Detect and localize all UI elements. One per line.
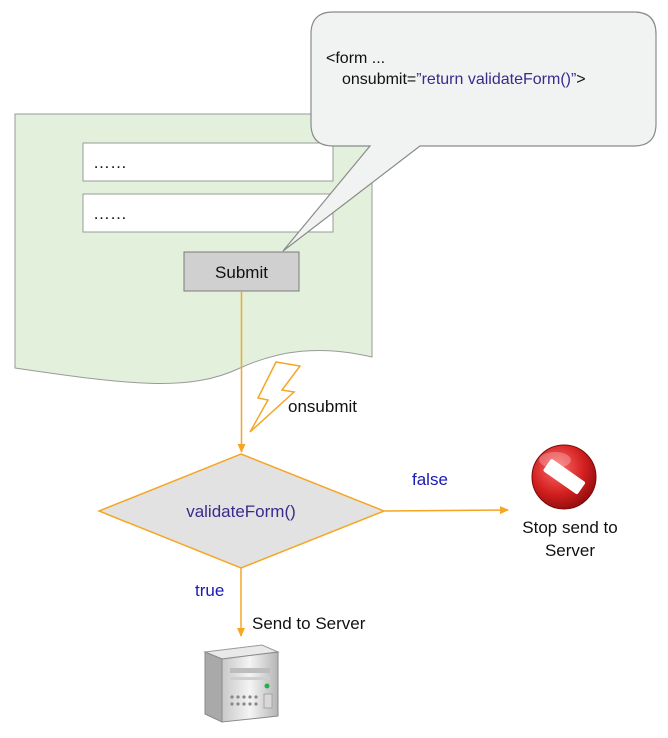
false-branch-arrow — [383, 506, 509, 515]
text-field-1-value: …… — [93, 153, 127, 172]
submit-button-label: Submit — [215, 263, 268, 282]
text-field-2-value: …… — [93, 204, 127, 223]
onsubmit-label: onsubmit — [288, 397, 357, 416]
text-field-1[interactable] — [82, 142, 334, 182]
callout-attr: onsubmit= — [342, 71, 416, 88]
callout-attr-value: ”return validateForm()” — [416, 71, 576, 88]
code-callout — [282, 11, 657, 252]
false-label: false — [412, 470, 448, 489]
send-to-server-label: Send to Server — [252, 614, 366, 633]
stop-label-line-2: Server — [545, 541, 595, 560]
submit-button[interactable] — [183, 251, 300, 292]
stop-icon — [531, 444, 597, 510]
text-field-2[interactable] — [82, 193, 334, 233]
lightning-bolt-icon — [249, 361, 302, 433]
server-icon — [203, 644, 280, 723]
decision-label: validateForm() — [186, 502, 296, 521]
true-label: true — [195, 581, 224, 600]
callout-tag-end: > — [576, 71, 585, 88]
callout-line-1: <form ... — [326, 50, 385, 67]
stop-label-line-1: Stop send to — [522, 518, 617, 537]
callout-line-2: onsubmit=”return validateForm()”> — [342, 71, 586, 88]
